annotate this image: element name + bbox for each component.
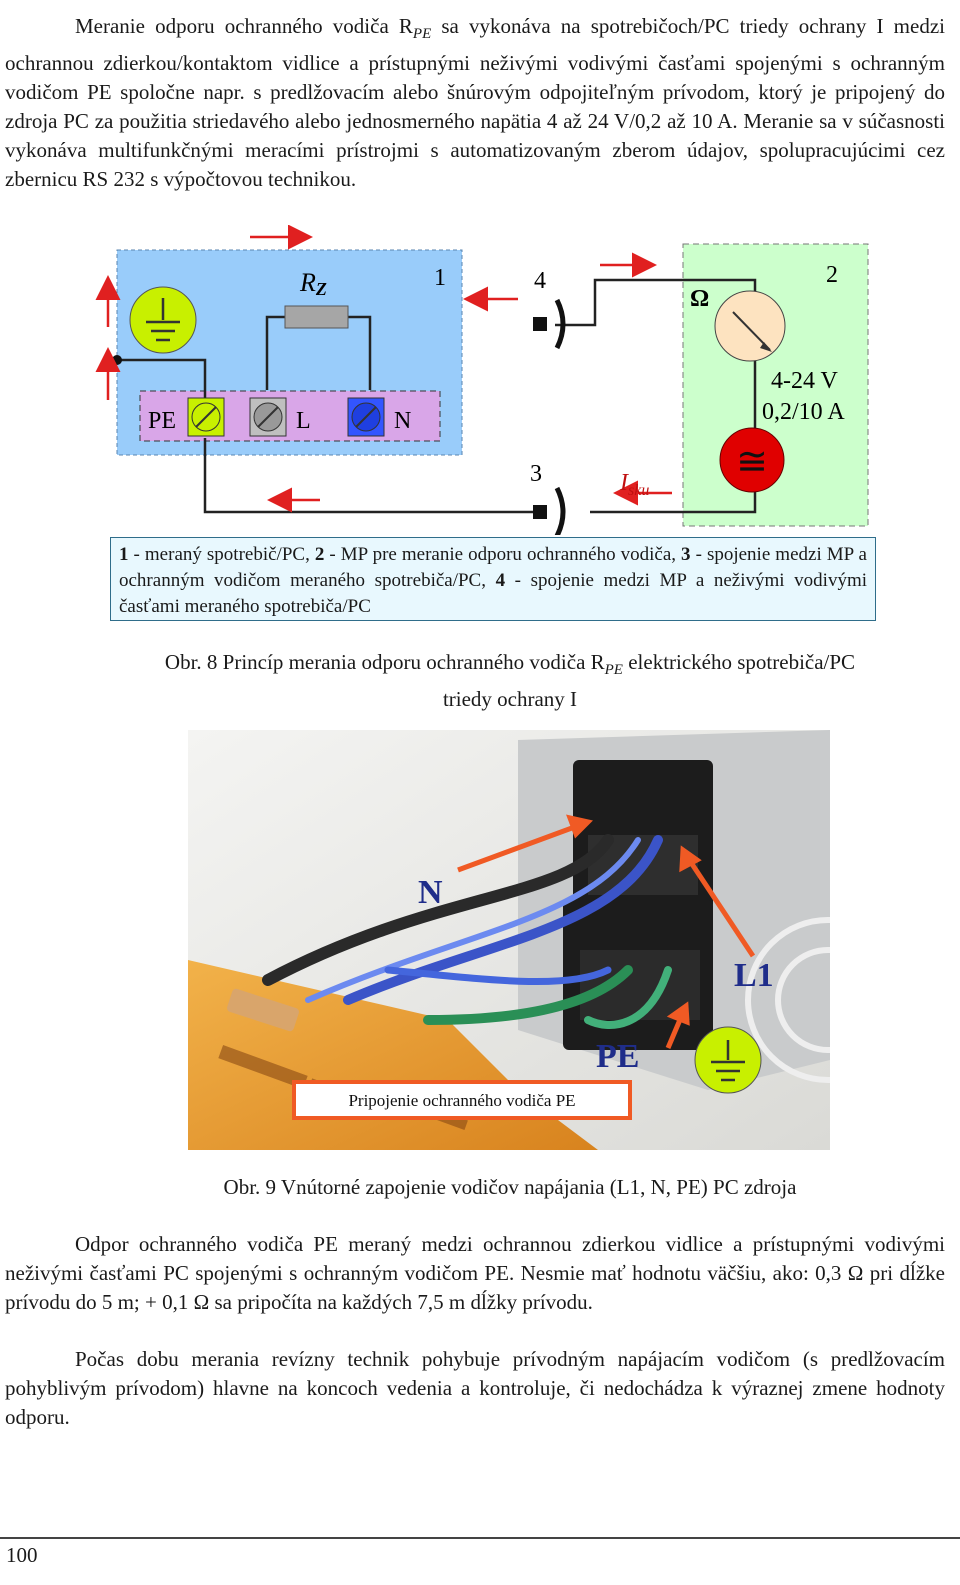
figure-8-legend: 1 - meraný spotrebič/PC, 2 - MP pre mera… bbox=[110, 537, 876, 621]
body-paragraph-1: Odpor ochranného vodiča PE meraný medzi … bbox=[5, 1232, 945, 1314]
terminal-pe-icon bbox=[187, 397, 225, 437]
intro-paragraph: Meranie odporu ochranného vodiča RPE sa … bbox=[5, 12, 945, 194]
figure-9-photo: N L1 PE Pripojenie ochranného vodiča PE bbox=[188, 730, 830, 1150]
connector-3-icon bbox=[533, 486, 566, 535]
ohm-label: Ω bbox=[690, 286, 709, 312]
label-2: 2 bbox=[826, 262, 838, 288]
photo-earth-icon bbox=[694, 1026, 762, 1094]
photo-callout: Pripojenie ochranného vodiča PE bbox=[348, 1091, 575, 1110]
ac-source-icon: ≅ bbox=[719, 427, 785, 493]
photo-label-pe: PE bbox=[596, 1038, 639, 1075]
figure-8-caption: Obr. 8 Princíp merania odporu ochranného… bbox=[164, 650, 856, 712]
terminal-l-icon bbox=[249, 397, 287, 437]
terminal-n-label: N bbox=[394, 408, 411, 434]
terminal-l-label: L bbox=[296, 408, 311, 434]
current-label: 0,2/10 A bbox=[762, 399, 845, 425]
resistor-rz bbox=[284, 305, 349, 329]
intro-text-rest: sa vykonáva na spotrebičoch/PC triedy oc… bbox=[5, 14, 945, 192]
connector-4-icon bbox=[533, 298, 566, 350]
label-4: 4 bbox=[534, 268, 546, 294]
earth-icon bbox=[129, 286, 197, 354]
ac-symbol: ≅ bbox=[736, 441, 768, 483]
page-number: 100 bbox=[6, 1543, 38, 1567]
label-3: 3 bbox=[530, 461, 542, 487]
current-arrows bbox=[95, 225, 672, 513]
label-1: 1 bbox=[434, 265, 446, 291]
ohmmeter-icon bbox=[714, 290, 786, 362]
voltage-label: 4-24 V bbox=[771, 368, 839, 394]
terminal-n-icon bbox=[347, 397, 385, 437]
intro-subscript: PE bbox=[412, 26, 432, 43]
figure-8-diagram: ≅ RZ 1 4 2 3 Ω 4-24 V 0,2/10 A Isku PE L… bbox=[95, 225, 869, 535]
intro-text-start: Meranie odporu ochranného vodiča R bbox=[75, 14, 413, 38]
terminal-pe-label: PE bbox=[148, 408, 176, 434]
figure-9-caption: Obr. 9 Vnútorné zapojenie vodičov napája… bbox=[223, 1175, 797, 1199]
photo-label-l1: L1 bbox=[734, 957, 774, 994]
isku-label: Isku bbox=[619, 470, 649, 499]
wires bbox=[117, 278, 757, 514]
photo-label-n: N bbox=[418, 874, 443, 911]
rz-label: RZ bbox=[299, 268, 327, 299]
body-paragraph-2: Počas dobu merania revízny technik pohyb… bbox=[5, 1347, 945, 1429]
footer-divider bbox=[0, 1537, 960, 1539]
